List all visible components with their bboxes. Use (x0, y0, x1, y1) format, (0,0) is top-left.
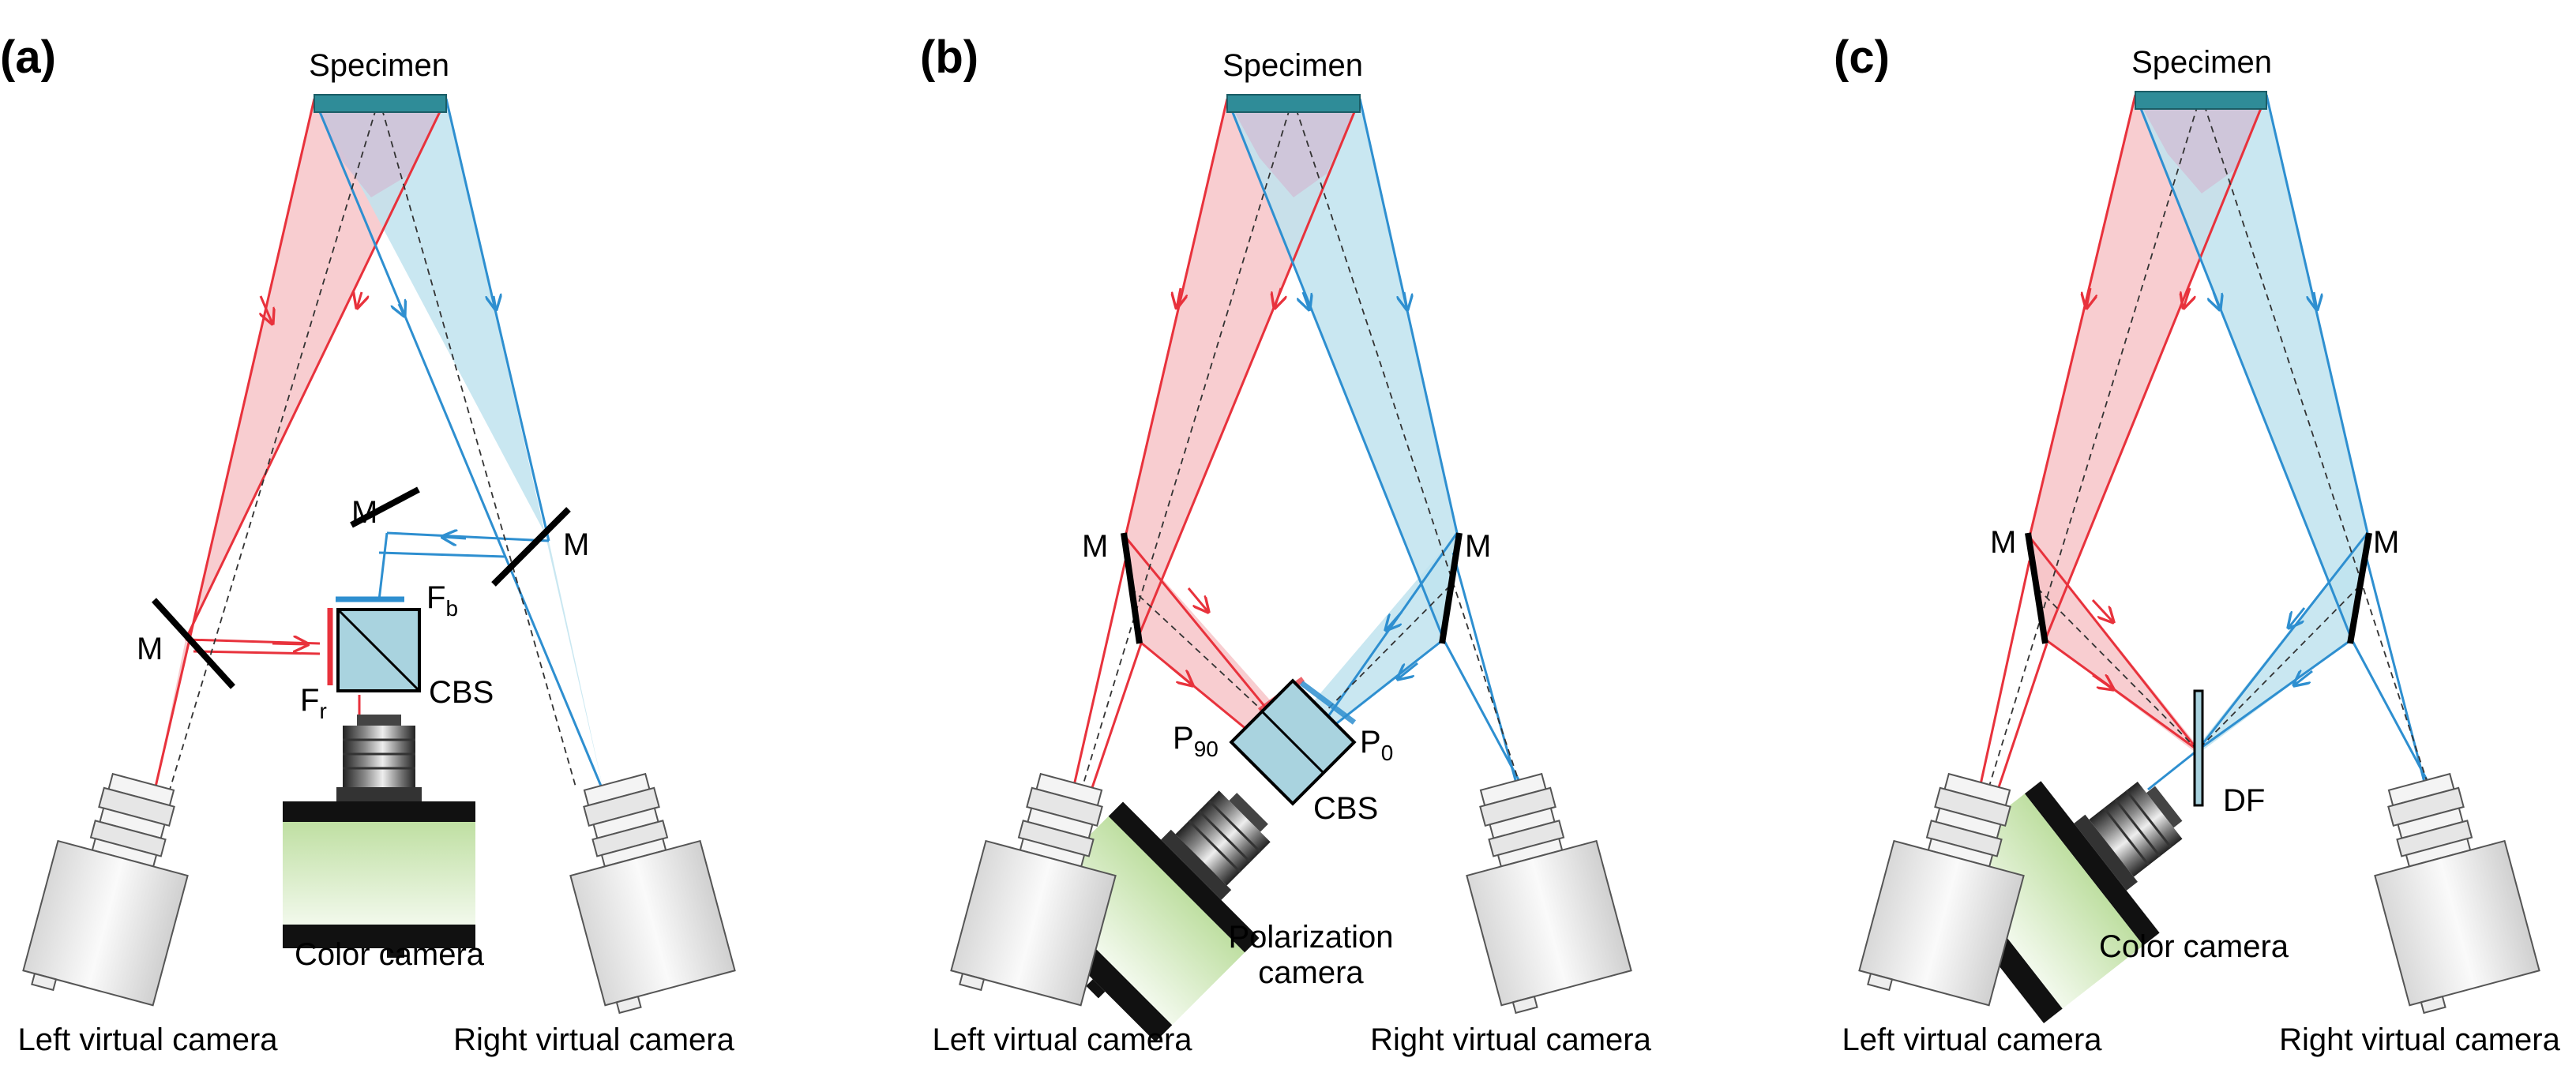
mirror-label-c-2: M (2373, 525, 2399, 560)
filter-red-label-a: Fr (300, 683, 327, 723)
specimen-c (2135, 91, 2267, 110)
blue-beam-fill-b (1227, 99, 1457, 640)
mirror-label-a-1: M (351, 495, 377, 530)
right-camera-label-a: Right virtual camera (453, 1022, 734, 1057)
red-beam-rays-c (1973, 94, 2268, 814)
camera-label-a: Color camera (295, 937, 485, 972)
beam-splitter-label-a: CBS (429, 675, 494, 710)
specimen-label-a: Specimen (309, 48, 449, 83)
right-virtual-camera-c (2353, 763, 2544, 1017)
panel-a: (a) Specimen (0, 32, 739, 1057)
left-camera-label-c: Left virtual camera (1842, 1022, 2102, 1057)
beam-splitter-b (1229, 678, 1357, 806)
panel-label-b: (b) (920, 32, 978, 83)
camera-label-b: Polarization (1228, 920, 1393, 955)
polarizer-90-label-b: P90 (1173, 721, 1219, 761)
center-dashed-rays-b (1075, 98, 1525, 810)
red-beam-fill-a (154, 99, 446, 793)
red-beam-rays-a (152, 98, 448, 794)
blue-beam-fill-a (314, 99, 604, 793)
dichroic-filter-c (2193, 689, 2204, 807)
mirror-b-right (1439, 532, 1463, 644)
center-dashed-rays-a (169, 98, 577, 790)
beam-splitter-a (336, 608, 421, 692)
color-camera-a (281, 713, 477, 959)
mirror-label-a-3: M (137, 632, 163, 666)
panel-b: (b) Specimen (920, 32, 1652, 1057)
mirror-a-right (491, 507, 571, 587)
mirror-label-b-1: M (1082, 529, 1108, 564)
specimen-b (1226, 94, 1361, 113)
mirror-b-left (1121, 532, 1143, 644)
mirror-a-left (152, 598, 235, 689)
overlap-fill-b (1227, 99, 1360, 197)
specimen-label-c: Specimen (2131, 45, 2272, 80)
right-camera-label-c: Right virtual camera (2279, 1022, 2560, 1057)
filter-blue-label-a: Fb (426, 580, 458, 621)
specimen-label-b: Specimen (1222, 48, 1363, 83)
mirror-a-top (350, 486, 420, 528)
mirror-c-right (2347, 532, 2372, 644)
camera-label-b-line2: camera (1258, 955, 1364, 990)
mirror-label-c-1: M (1990, 525, 2016, 560)
polarizer-0-label-b: P0 (1360, 725, 1393, 765)
left-virtual-camera-a (19, 763, 209, 1017)
mirror-c-left (2025, 532, 2048, 644)
center-dashed-rays-c (1981, 94, 2433, 810)
specimen-a (314, 94, 447, 113)
dichroic-label-c: DF (2223, 783, 2265, 818)
right-virtual-camera-a (549, 763, 739, 1017)
polarizer-0-b (1299, 681, 1357, 725)
right-virtual-camera-b (1445, 763, 1635, 1017)
left-camera-label-a: Left virtual camera (17, 1022, 278, 1057)
mirror-label-b-2: M (1465, 529, 1491, 564)
blue-fold-fill-b (1275, 533, 1457, 758)
beam-splitter-label-b: CBS (1313, 791, 1378, 826)
camera-label-c: Color camera (2099, 929, 2289, 964)
blue-beam-rays-a (313, 98, 606, 794)
right-camera-label-b: Right virtual camera (1370, 1022, 1651, 1057)
blue-beam-rays-c (2134, 94, 2438, 798)
left-camera-label-b: Left virtual camera (932, 1022, 1192, 1057)
blue-beam-fill-c (2135, 95, 2368, 640)
panel-c: (c) Specimen (1834, 32, 2561, 1057)
panel-label-c: (c) (1834, 32, 1890, 83)
mirror-label-a-2: M (563, 527, 589, 562)
overlap-fill-c (2135, 95, 2266, 193)
overlap-fill-a (314, 99, 446, 197)
panel-label-a: (a) (0, 32, 56, 83)
